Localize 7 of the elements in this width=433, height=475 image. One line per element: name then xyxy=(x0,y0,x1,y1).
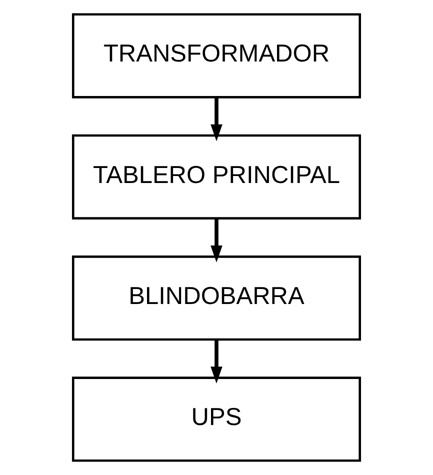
node-box: BLINDOBARRA xyxy=(72,256,362,341)
node-box: TRANSFORMADOR xyxy=(72,13,362,98)
node-box: TABLERO PRINCIPAL xyxy=(72,134,362,220)
node-box: UPS xyxy=(72,376,362,462)
arrow xyxy=(210,340,222,384)
arrow xyxy=(210,218,222,262)
arrow xyxy=(210,97,222,142)
